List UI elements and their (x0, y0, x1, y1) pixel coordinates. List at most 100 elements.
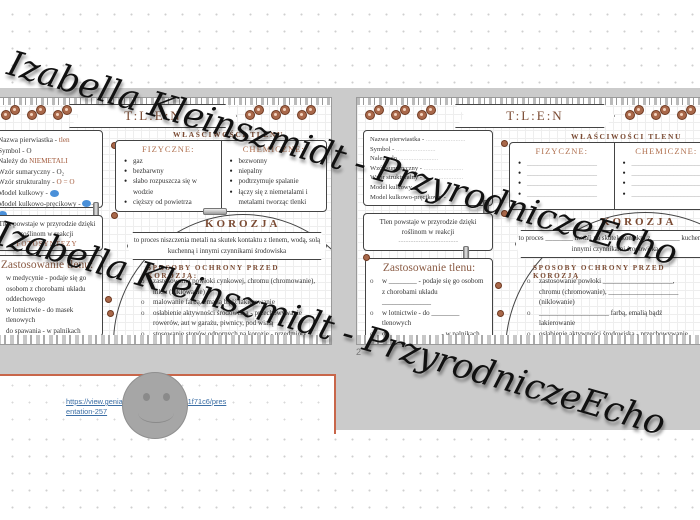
property-blank[interactable]: ____________________ (518, 158, 608, 168)
uses-item: do ______________ - w palnikach (368, 329, 486, 340)
slide-thumbnail-filled[interactable]: T:L:E:N Nazwa pierwiastka - tlen Symbol … (0, 97, 332, 345)
property-item: podtrzymuje spalanie (230, 176, 321, 186)
molecule-decoration (245, 105, 317, 121)
uses-item: w medycynie - podaje się go osobom z cho… (0, 273, 96, 305)
slide-title: T:L:E:N (124, 108, 182, 123)
decorative-border (0, 98, 331, 105)
info-line: Wzór strukturalny - ....................… (370, 174, 464, 182)
dot-decoration (105, 296, 112, 303)
origin-answer-blank[interactable]: - - - - - - - - - - - - - - - - - - - - … (398, 239, 458, 245)
oxygen-molecule-icon (53, 105, 73, 121)
dot-decoration (497, 310, 504, 317)
protection-item: zastosowanie powłoki cynkowej, chromu (c… (139, 276, 321, 297)
slide-page-number: 2 (356, 347, 362, 357)
molecule-decoration (1, 105, 73, 121)
oxygen-molecule-icon (417, 105, 437, 121)
corrosion-title: KOROZJA (205, 218, 281, 230)
info-line: Wzór sumaryczny - ......................… (370, 164, 464, 172)
smiley-eye (143, 393, 150, 401)
slide-title-banner: T:L:E:N (69, 104, 237, 128)
property-blank[interactable]: ____________________ (623, 168, 700, 178)
oxygen-molecule-icon (365, 105, 385, 121)
info-line: Nazwa pierwiastka - ....................… (370, 136, 466, 143)
decorative-border (357, 335, 700, 344)
properties-box: FIZYCZNE: gaz bezbarwny słabo rozpuszcza… (115, 140, 327, 212)
info-line: Wzór sumaryczny - O₂ (0, 167, 65, 176)
chemical-column: CHEMICZNE: bezwonny niepalny podtrzymuje… (222, 141, 327, 211)
protection-item: zastosowanie powłoki ___________________… (525, 276, 697, 308)
property-item: bezbarwny (124, 166, 215, 176)
dot-decoration (495, 282, 502, 289)
info-line: Model kulkowy - (370, 183, 416, 191)
property-blank[interactable]: ____________________ (518, 189, 608, 199)
smiley-face-icon (122, 372, 188, 439)
properties-box: FIZYCZNE: ____________________ _________… (509, 142, 700, 210)
oxygen-molecule-icon (651, 105, 671, 121)
origin-box: Tlen powstaje w przyrodzie dzięki roślin… (363, 213, 493, 251)
slide-title: T:L:E:N (506, 108, 564, 123)
uses-title: Zastosowanie tlenu: (382, 262, 476, 274)
info-line: Nazwa pierwiastka - tlen (0, 136, 70, 144)
oxygen-molecule-icon (245, 105, 265, 121)
info-line: Symbol - O (0, 146, 32, 155)
info-line: Symbol - ........................ (370, 145, 436, 153)
property-item: gaz (124, 156, 215, 166)
ball-model-icon (49, 189, 59, 197)
chemical-label: CHEMICZNE: (635, 146, 698, 156)
property-blank[interactable]: ____________________ (518, 178, 608, 188)
oxygen-molecule-icon (625, 105, 645, 121)
info-line: Model kulkowy - (0, 188, 96, 199)
ball-stick-model-icon (82, 200, 92, 208)
decorative-border (357, 98, 700, 105)
origin-text: Tlen powstaje w przyrodzie dzięki roślin… (0, 220, 96, 238)
properties-heading: WŁAŚCIWOŚCI TLENU (173, 130, 285, 139)
dot-decoration (107, 310, 114, 317)
property-blank[interactable]: ____________________ (518, 168, 608, 178)
origin-text: Tlen powstaje w przyrodzie dzięki roślin… (379, 218, 477, 236)
property-item: niepalny (230, 166, 321, 176)
physical-label: FIZYCZNE: (535, 146, 588, 156)
oxygen-molecule-icon (297, 105, 317, 121)
uses-box: Zastosowanie tlenu: w ________ - podaje … (365, 258, 493, 344)
info-line: Należy do NIEMETALI (0, 157, 68, 166)
protection-item: osłabienie aktywności środowiska - przec… (139, 308, 321, 329)
slide-thumbnail-worksheet[interactable]: T:L:E:N Nazwa pierwiastka - ............… (356, 97, 700, 345)
decorative-border (0, 335, 331, 344)
properties-heading: WŁAŚCIWOŚCI TLENU (571, 132, 683, 141)
element-info-box: Nazwa pierwiastka - tlen Symbol - O Nale… (0, 130, 103, 218)
corrosion-title: KOROZJA (601, 216, 677, 228)
protection-item: ____________________ farbą, emalią bądź … (525, 308, 697, 329)
uses-item: w ________ - podaje się go osobom z chor… (368, 276, 486, 308)
oxygen-molecule-icon (391, 105, 411, 121)
origin-answer: FOTOSYNTEZY (16, 240, 78, 248)
protection-item: malowanie farbą, emalią bądź lakierowani… (139, 297, 321, 308)
chemical-label: CHEMICZNE: (242, 144, 305, 154)
uses-item: w lotnictwie - do ________ tlenowych (368, 308, 486, 329)
physical-column: FIZYCZNE: gaz bezbarwny słabo rozpuszcza… (116, 141, 222, 211)
oxygen-molecule-icon (677, 105, 697, 121)
physical-column: FIZYCZNE: ____________________ _________… (510, 143, 615, 209)
property-blank[interactable]: ____________________ (623, 158, 700, 168)
dot-decoration (501, 140, 508, 147)
smiley-eye (163, 393, 170, 401)
info-line: Wzór strukturalny - O = O (0, 178, 75, 187)
element-info-box: Nazwa pierwiastka - ....................… (363, 130, 493, 206)
property-blank[interactable]: ____________________ (623, 189, 700, 199)
ball-stick-model-icon (0, 211, 7, 218)
corrosion-definition: to proces ________ metali na skutek kont… (515, 230, 700, 258)
info-line: Należy do ........................ (370, 155, 439, 163)
property-item: cięższy od powietrza (124, 197, 215, 207)
property-item: łączy się z niemetalami i metalami tworz… (230, 187, 321, 207)
property-blank[interactable]: ____________________ (623, 178, 700, 188)
oxygen-molecule-icon (1, 105, 21, 121)
property-item: słabo rozpuszcza się w wodzie (124, 176, 215, 196)
molecule-decoration (625, 105, 697, 121)
physical-label: FIZYCZNE: (142, 144, 195, 154)
chemical-column: CHEMICZNE: ____________________ ________… (615, 143, 700, 209)
dot-decoration (111, 212, 118, 219)
dot-decoration (363, 254, 370, 261)
uses-title: Zastosowanie tlenu: (0, 259, 94, 271)
paper-clip-icon (203, 208, 227, 215)
smiley-mouth (138, 403, 174, 423)
